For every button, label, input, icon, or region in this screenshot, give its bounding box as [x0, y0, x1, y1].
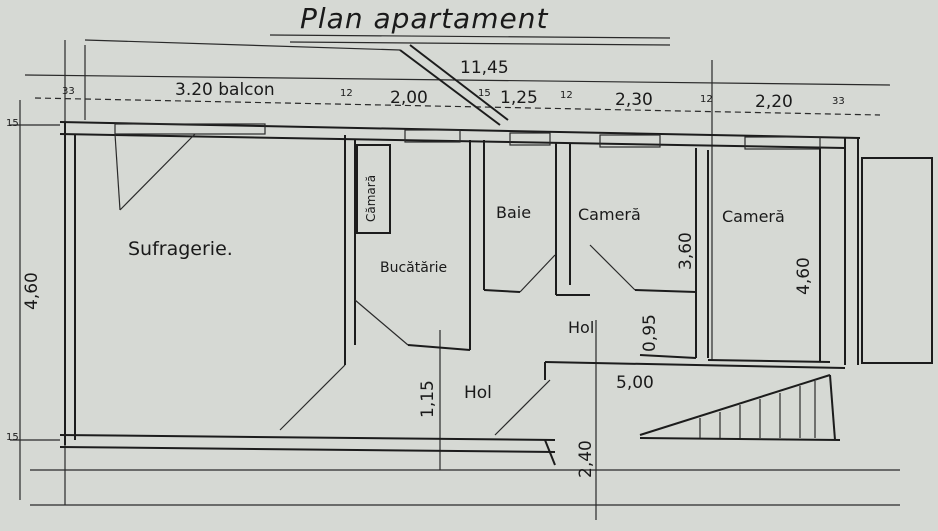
windows [114, 123, 821, 211]
dim-wall-12-b: 12 [560, 90, 573, 101]
room-camera-1: Cameră [578, 205, 641, 224]
dim-room2-depth: 4,60 [794, 257, 814, 295]
dim-stair-depth: 2,40 [576, 440, 596, 478]
room-hol-upper: Hol [568, 318, 595, 337]
dim-wall-15-left-top: 15 [6, 118, 19, 129]
dim-room1-depth: 3,60 [676, 232, 696, 270]
room-camera-2: Cameră [722, 207, 785, 226]
room-camara: Cămară [364, 174, 378, 222]
dim-room2-width: 2,20 [755, 92, 793, 112]
dim-bath-width: 1,25 [500, 88, 538, 108]
dim-wall-12-a: 12 [340, 88, 353, 99]
balcony-diagonal [399, 44, 509, 126]
dim-left-height: 4,60 [22, 272, 42, 310]
dim-hol-depth: 0,95 [640, 314, 660, 352]
dim-wall-15: 15 [478, 88, 491, 99]
room-sufragerie: Sufragerie. [128, 238, 233, 260]
title-underline [269, 34, 671, 46]
dim-room1-width: 2,30 [615, 90, 653, 110]
dim-wall-33-left: 33 [62, 86, 75, 97]
dim-total-width: 11,45 [460, 58, 509, 78]
dim-kitchen-width: 2,00 [390, 88, 428, 108]
room-baie: Baie [496, 203, 532, 222]
dim-wall-15-left-bottom: 15 [6, 432, 19, 443]
interior-walls [344, 135, 846, 380]
dim-wall-12-c: 12 [700, 94, 713, 105]
room-hol-lower: Hol [464, 383, 492, 403]
dim-hol-lower: 1,15 [418, 380, 438, 418]
dim-balcon: 3.20 balcon [175, 80, 275, 100]
room-bucatarie: Bucătărie [380, 260, 448, 276]
door-swings [279, 244, 636, 436]
dimension-lines [10, 39, 900, 520]
staircase [639, 374, 841, 441]
dim-stair-width: 5,00 [616, 373, 654, 393]
plan-title: Plan apartament [300, 2, 549, 35]
dim-wall-33-right: 33 [832, 96, 845, 107]
